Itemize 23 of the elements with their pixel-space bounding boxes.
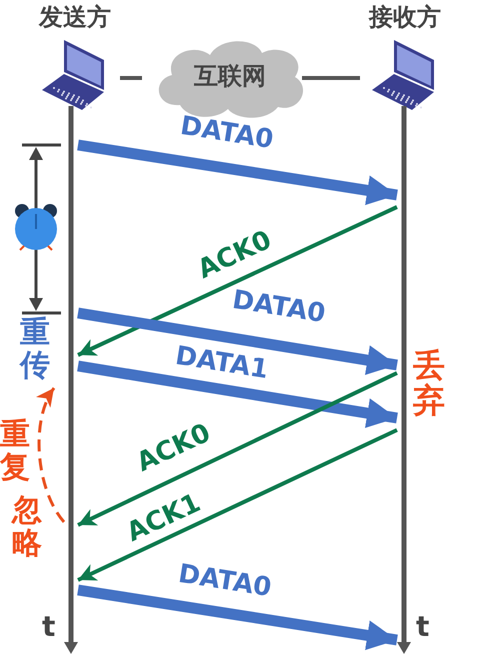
message-arrow: [77, 428, 398, 582]
ignore-text: 忽略: [12, 494, 42, 560]
party-heading: 发送方: [38, 4, 112, 30]
message-arrow: [77, 584, 398, 650]
time-axis-label: t: [416, 612, 430, 643]
edge-label: DATA0: [178, 112, 276, 154]
message-arrow: [77, 360, 398, 428]
connector-line: [120, 76, 142, 80]
message-arrow: [77, 308, 398, 375]
network-label: 互联网: [193, 63, 267, 90]
edge-label: DATA0: [230, 286, 328, 328]
duplicate-text: 重复: [0, 418, 30, 484]
party-heading: 接收方: [368, 4, 442, 30]
message-arrow: [77, 205, 398, 357]
discard-text: 丢弃: [413, 348, 445, 418]
edge-label: DATA0: [176, 560, 274, 602]
message-arrow: [77, 371, 398, 527]
connector-line: [302, 76, 360, 80]
message-arrow: [36, 387, 66, 523]
message-arrow: [77, 140, 398, 206]
annotation-text: 重传: [20, 316, 50, 382]
edge-label: DATA1: [174, 342, 270, 384]
time-axis-label: t: [42, 612, 56, 643]
